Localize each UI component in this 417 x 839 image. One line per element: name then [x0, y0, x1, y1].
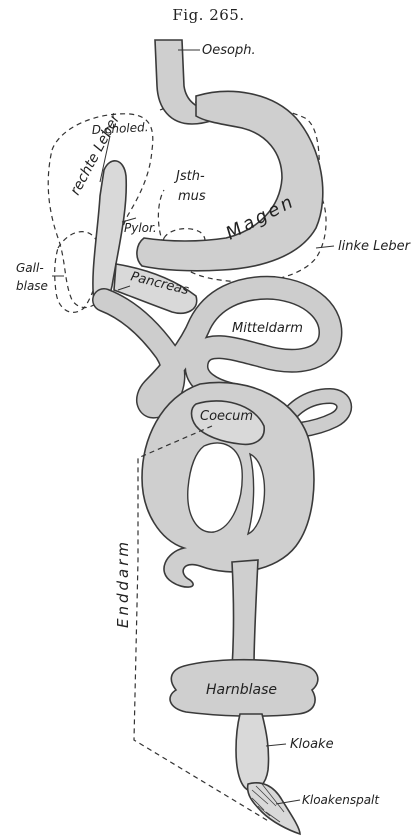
- leader-linke-leber: [316, 246, 334, 248]
- label-linke-leber: linke Leber: [338, 239, 412, 254]
- label-mitteldarm: Mitteldarm: [232, 321, 303, 336]
- label-isthmus-1: Jsth-: [173, 169, 205, 184]
- label-kloake: Kloake: [290, 737, 334, 752]
- leader-kloake: [266, 744, 286, 746]
- cloaca: [236, 714, 269, 790]
- label-oesoph: Oesoph.: [202, 43, 256, 58]
- label-pylor: Pylor.: [124, 221, 157, 235]
- label-kloakenspalt: Kloakenspalt: [302, 793, 380, 807]
- label-isthmus-2: mus: [178, 189, 206, 204]
- label-harnblase: Harnblase: [206, 682, 277, 698]
- label-enddarm: Enddarm: [114, 539, 132, 628]
- label-gallblase-1: Gall-: [16, 261, 44, 275]
- label-coecum: Coecum: [200, 409, 253, 424]
- stomach: [137, 91, 323, 270]
- cloacal-slit: [248, 783, 300, 834]
- label-gallblase-2: blase: [16, 279, 48, 293]
- rectum: [232, 560, 258, 668]
